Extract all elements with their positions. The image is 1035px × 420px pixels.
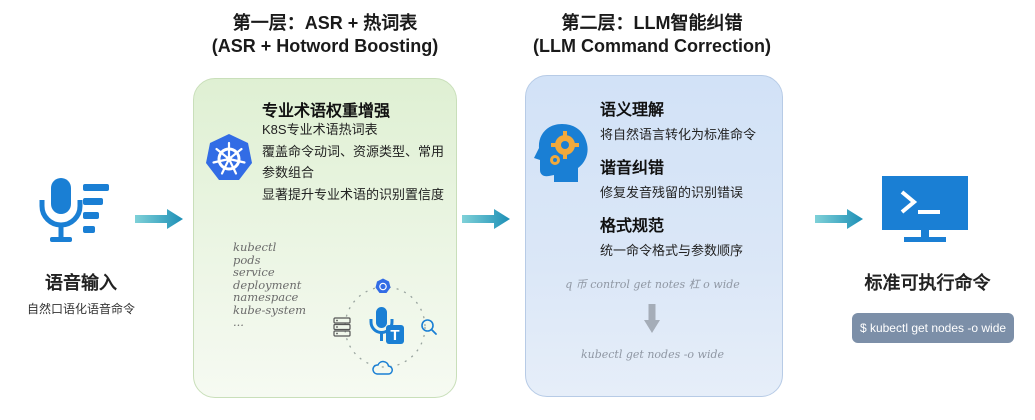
layer1-line: 覆盖命令动词、资源类型、常用 xyxy=(262,144,445,159)
layer1-title: 第一层：ASR + 热词表 xyxy=(232,13,418,33)
layer2-items: 语义理解 将自然语言转化为标准命令 谐音纠错 修复发音残留的识别错误 格式规范 … xyxy=(600,96,775,259)
microphone-text-icon: T xyxy=(366,305,406,352)
layer2-title: 第二层：LLM智能纠错 xyxy=(561,13,743,33)
layer1-heading: 专业术语权重增强 xyxy=(262,103,391,120)
hotword-term: namespace xyxy=(233,290,299,304)
layer1-line: 参数组合 xyxy=(262,165,315,180)
layer1-panel xyxy=(193,78,457,398)
hotword-icon-cluster xyxy=(330,275,440,385)
svg-text:T: T xyxy=(390,327,399,344)
command-box: $ kubectl get nodes -o wide xyxy=(852,313,1014,343)
storage-icon xyxy=(333,317,351,342)
cloud-icon xyxy=(371,360,393,381)
arrow-icon xyxy=(135,207,185,236)
layer2-item-desc: 将自然语言转化为标准命令 xyxy=(600,127,757,142)
kubernetes-wheel-icon xyxy=(203,132,255,189)
terminal-monitor-icon xyxy=(882,176,968,249)
layer1-title-block: 第一层：ASR + 热词表 (ASR + Hotword Boosting) xyxy=(195,12,455,58)
hotword-term: ... xyxy=(233,315,244,329)
kubernetes-small-icon xyxy=(375,278,391,299)
arrow-icon xyxy=(462,207,512,236)
ai-brain-gear-icon xyxy=(532,120,590,189)
microphone-waves-icon xyxy=(30,178,130,258)
layer2-item-heading: 格式规范 xyxy=(600,218,665,235)
layer1-lines: K8S专业术语热词表 覆盖命令动词、资源类型、常用 参数组合 显著提升专业术语的… xyxy=(262,121,452,203)
input-desc: 自然口语化语音命令 xyxy=(26,302,135,316)
layer2-item-desc: 统一命令格式与参数顺序 xyxy=(600,243,744,258)
layer2-item-desc: 修复发音残留的识别错误 xyxy=(600,185,744,200)
layer1-line: 显著提升专业术语的识别置信度 xyxy=(262,187,445,202)
hotword-term: pods xyxy=(233,252,261,267)
hotword-term: service xyxy=(233,265,275,279)
input-title: 语音输入 xyxy=(45,273,117,293)
hotword-term: kube-system xyxy=(233,302,307,317)
hotword-term: deployment xyxy=(233,277,302,292)
layer2-item-heading: 谐音纠错 xyxy=(600,160,665,177)
layer1-line: K8S专业术语热词表 xyxy=(262,122,378,137)
arrow-icon xyxy=(815,207,865,236)
layer2-title-block: 第二层：LLM智能纠错 (LLM Command Correction) xyxy=(512,12,792,58)
layer2-subtitle: (LLM Command Correction) xyxy=(533,36,771,56)
example-after: kubectl get nodes -o wide xyxy=(580,348,725,361)
hotword-list: kubectl pods service deployment namespac… xyxy=(233,241,306,329)
example-before: q 币 control get notes 杠 o wide xyxy=(565,278,740,291)
search-icon xyxy=(420,318,438,341)
down-arrow-icon xyxy=(644,304,660,339)
layer1-subtitle: (ASR + Hotword Boosting) xyxy=(211,36,439,56)
output-title: 标准可执行命令 xyxy=(864,273,991,293)
hotword-term: kubectl xyxy=(233,240,277,254)
layer2-item-heading: 语义理解 xyxy=(600,102,665,119)
